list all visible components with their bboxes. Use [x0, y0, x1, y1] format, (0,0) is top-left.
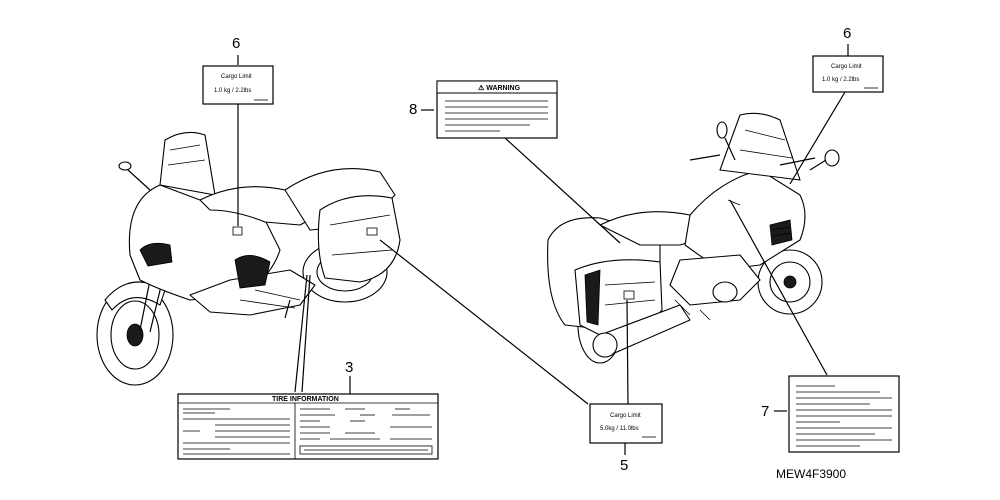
tire-label-title: TIRE INFORMATION	[272, 396, 339, 403]
callout-7: 7	[761, 403, 769, 420]
diagram-code: MEW4F3900	[776, 467, 846, 481]
cargo-label-right-title: Cargo Limit	[831, 64, 862, 70]
callout-8: 8	[409, 101, 417, 118]
callout-5: 5	[620, 457, 628, 474]
warning-label: ⚠ WARNING	[436, 80, 558, 139]
cargo-limit-label-left: Cargo Limit 1.0 kg / 2.2lbs	[202, 65, 274, 105]
cargo-limit-label-5: Cargo Limit 5.0kg / 11.0lbs	[589, 403, 663, 444]
cargo-label-5-value: 5.0kg / 11.0lbs	[600, 426, 639, 432]
callout-6-right: 6	[843, 25, 851, 42]
cargo-label-left-value: 1.0 kg / 2.2lbs	[214, 88, 251, 94]
motorcycle-right-illustration	[547, 112, 840, 364]
tire-information-label: TIRE INFORMATION	[177, 393, 439, 460]
cargo-label-right-value: 1.0 kg / 2.2lbs	[822, 77, 859, 83]
callout-3: 3	[345, 359, 353, 376]
cargo-limit-label-right: Cargo Limit 1.0 kg / 2.2lbs	[812, 55, 884, 93]
callout-6-left: 6	[232, 35, 240, 52]
motorcycle-left-illustration	[96, 131, 401, 386]
warning-label-title: ⚠ WARNING	[478, 84, 521, 92]
callout-numbers: 6 6 8 3 5 7	[232, 25, 851, 474]
leader-lines	[237, 91, 846, 405]
label-7	[788, 375, 900, 453]
cargo-label-5-title: Cargo Limit	[610, 413, 641, 419]
cargo-label-left-title: Cargo Limit	[221, 74, 252, 80]
